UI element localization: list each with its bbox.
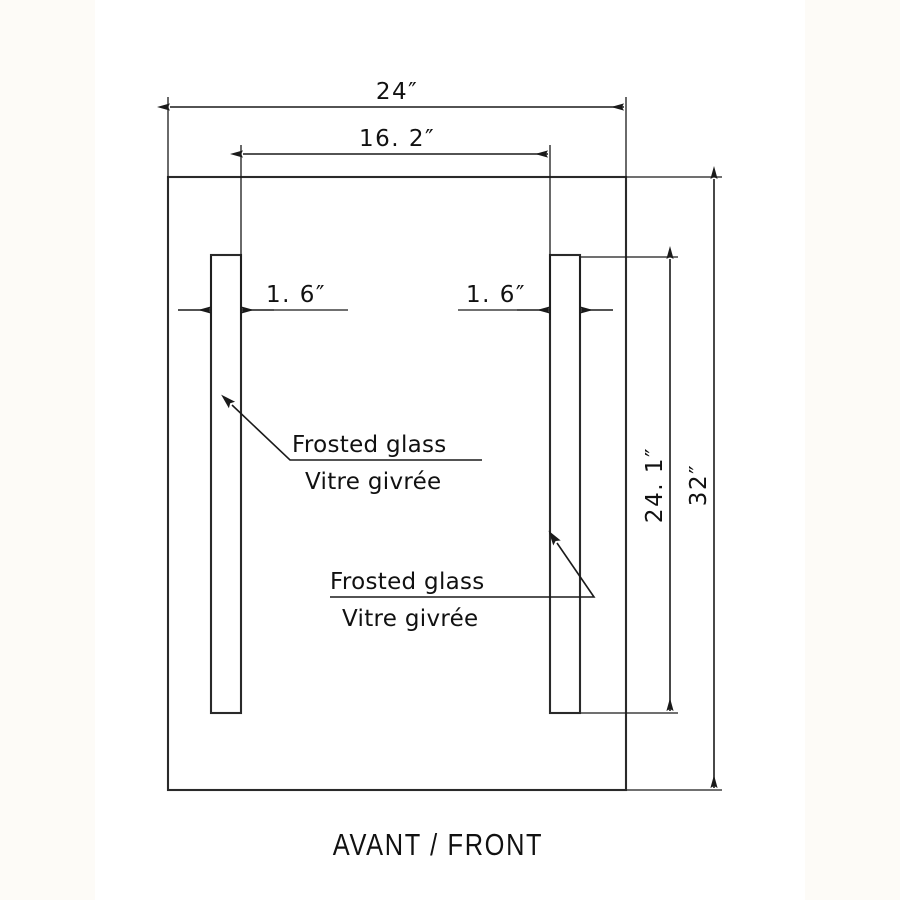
callout-right-glass-label-fr: Vitre givrée — [342, 606, 479, 632]
panel-outline — [166, 175, 628, 792]
page-edge-band-right — [805, 0, 900, 900]
callout-left-glass: Frosted glass Vitre givrée — [221, 394, 482, 495]
extension-lines — [167, 97, 722, 791]
callout-right-glass: Frosted glass Vitre givrée — [330, 530, 596, 632]
dimension-overall-height-label: 32″ — [686, 464, 712, 506]
callout-right-glass-label-en: Frosted glass — [330, 569, 485, 595]
page-edge-band-left — [0, 0, 95, 900]
right-glass-bar — [548, 253, 582, 715]
view-caption-label: AVANT / FRONT — [333, 828, 543, 863]
dimension-overall-height: 32″ — [686, 166, 718, 788]
dimension-inner-width-label: 16. 2″ — [359, 126, 435, 152]
callout-left-glass-label-fr: Vitre givrée — [305, 469, 442, 495]
dimension-overall-width: 24″ — [157, 79, 624, 111]
view-caption: AVANT / FRONT — [333, 828, 543, 863]
dimension-right-bar-width-label: 1. 6″ — [466, 282, 526, 308]
dimension-left-bar-width: 1. 6″ — [178, 282, 348, 314]
dimension-right-bar-width: 1. 6″ — [458, 282, 613, 314]
dimension-left-bar-width-label: 1. 6″ — [266, 282, 326, 308]
dimension-inner-width: 16. 2″ — [230, 126, 548, 158]
left-glass-bar — [209, 253, 243, 715]
dimension-glass-height-label: 24. 1″ — [642, 447, 668, 523]
dimension-glass-height: 24. 1″ — [642, 246, 674, 711]
callout-left-glass-label-en: Frosted glass — [292, 432, 447, 458]
dimension-overall-width-label: 24″ — [376, 79, 418, 105]
